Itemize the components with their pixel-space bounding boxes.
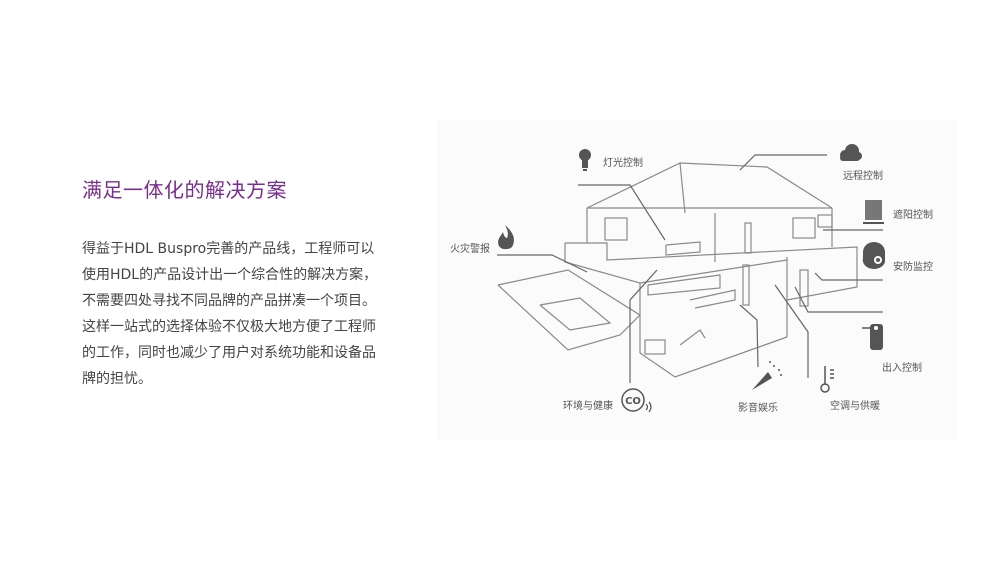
label-security-monitoring: 安防监控	[893, 262, 933, 273]
label-environment-health: 环境与健康	[563, 401, 613, 412]
security-camera-icon	[862, 242, 885, 270]
thermometer-icon	[820, 366, 834, 393]
label-access-control: 出入控制	[882, 363, 922, 374]
party-horn-icon	[752, 361, 782, 390]
co-sensor-icon: CO	[621, 388, 652, 413]
flame-icon	[498, 225, 514, 250]
label-remote-control: 远程控制	[843, 171, 883, 182]
label-hvac: 空调与供暖	[830, 401, 880, 412]
house-walls	[497, 208, 858, 378]
leader-lines	[497, 154, 883, 383]
house-roof	[586, 162, 833, 214]
cloud-icon	[840, 144, 862, 161]
window-shade-icon	[863, 200, 884, 224]
description-paragraph: 得益于HDL Buspro完善的产品线，工程师可以使用HDL的产品设计出一个综合…	[82, 241, 378, 387]
keypad-icon	[862, 324, 883, 350]
lightbulb-icon	[579, 149, 591, 171]
label-lighting-control: 灯光控制	[603, 158, 643, 169]
page-title: 满足一体化的解决方案	[82, 178, 287, 202]
label-fire-alarm: 火灾警报	[450, 244, 490, 255]
co-icon-text: CO	[625, 396, 641, 407]
label-shading-control: 遮阳控制	[893, 210, 933, 221]
label-entertainment: 影音娱乐	[738, 403, 778, 414]
